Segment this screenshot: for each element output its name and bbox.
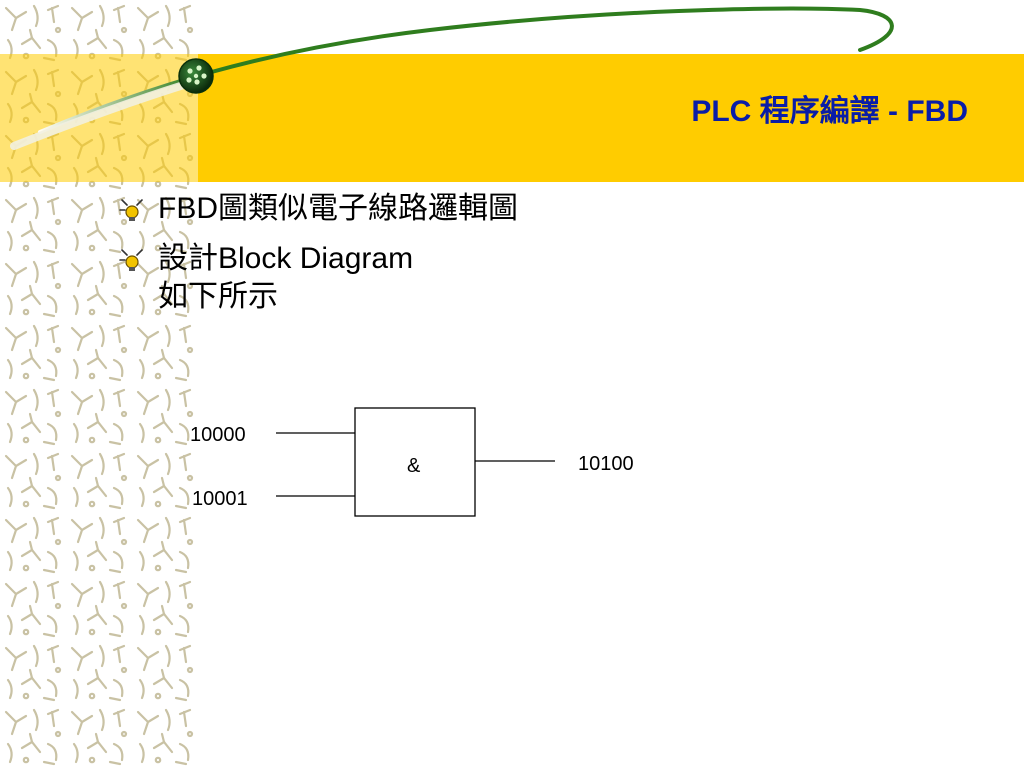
page-title: PLC 程序編譯 - FBD	[691, 95, 968, 128]
input-label: 10001	[192, 488, 248, 510]
title-band-fill	[198, 54, 1024, 182]
output-label: 10100	[578, 453, 634, 475]
green-ball-icon	[178, 58, 214, 94]
list-item: FBD圖類似電子線路邏輯圖	[118, 190, 518, 228]
gate-label: &	[407, 455, 421, 477]
bullet-list: FBD圖類似電子線路邏輯圖 設計Block Diagram 如下所示	[118, 190, 518, 328]
and-gate-block	[354, 407, 476, 517]
list-item: 設計Block Diagram 如下所示	[118, 240, 518, 316]
bullet-text: FBD圖類似電子線路邏輯圖	[158, 192, 518, 225]
bullet-text: 如下所示	[158, 280, 278, 313]
lightbulb-bullet-icon	[119, 199, 143, 221]
decorative-swoosh	[10, 6, 894, 150]
fbd-diagram: & 10000 10001 10100	[180, 400, 680, 540]
lightbulb-bullet-icon	[119, 249, 143, 271]
input-label: 10000	[190, 424, 246, 446]
bullet-text: 設計Block Diagram	[158, 242, 414, 275]
